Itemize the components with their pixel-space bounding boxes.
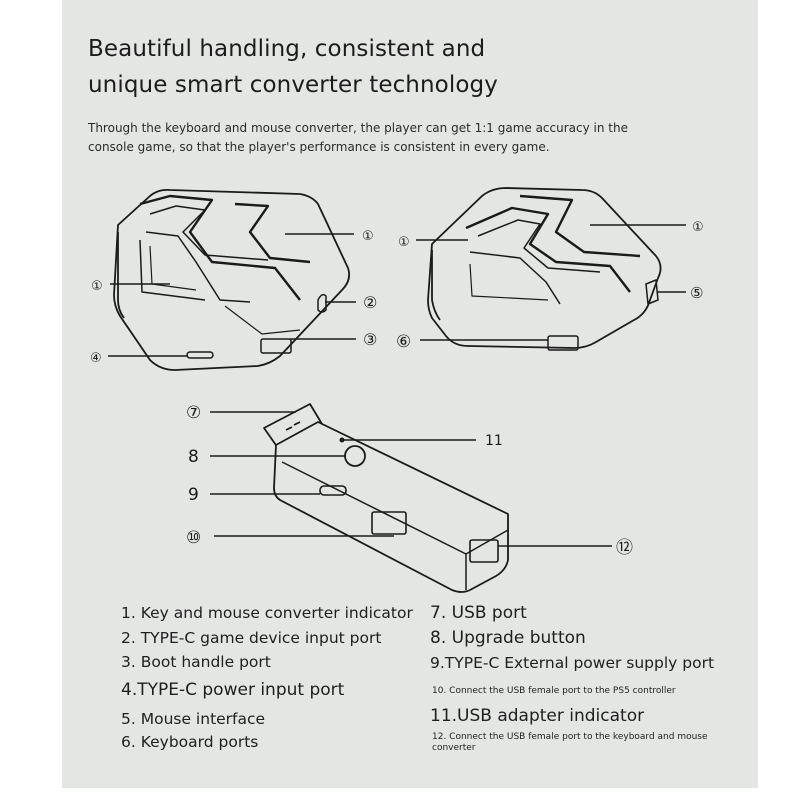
legend: 1. Key and mouse converter indicator 2. … xyxy=(121,603,714,753)
callout-left-top-1: ① xyxy=(362,229,374,244)
intro-line-2: console game, so that the player's perfo… xyxy=(88,140,550,154)
legend-item-5: 5. Mouse interface xyxy=(121,710,265,728)
legend-item-3: 3. Boot handle port xyxy=(121,653,271,671)
callout-dongle-7: ⑦ xyxy=(186,403,201,423)
heading-line-2: unique smart converter technology xyxy=(88,72,498,98)
callout-right-5: ⑤ xyxy=(690,284,703,302)
callout-dongle-10: ⑩ xyxy=(186,528,201,548)
usb-dongle xyxy=(263,403,509,593)
left-converter-device xyxy=(113,188,351,371)
callout-right-top-1: ① xyxy=(692,220,704,235)
callout-left-3: ③ xyxy=(363,330,377,349)
leader-lines xyxy=(108,224,686,547)
legend-item-8: 8. Upgrade button xyxy=(430,628,586,648)
legend-item-11: 11.USB adapter indicator xyxy=(430,706,644,726)
callout-right-6: ⑥ xyxy=(396,332,411,352)
legend-item-12-line-2: converter xyxy=(432,743,476,753)
callout-right-left-1: ① xyxy=(398,235,410,250)
right-converter-device xyxy=(427,187,662,351)
callout-dongle-9: 9 xyxy=(188,485,199,505)
legend-item-1: 1. Key and mouse converter indicator xyxy=(121,604,413,622)
intro-line-1: Through the keyboard and mouse converter… xyxy=(88,121,628,135)
legend-item-7: 7. USB port xyxy=(430,603,527,623)
callout-dongle-12: ⑫ xyxy=(616,538,633,558)
callout-left-2: ② xyxy=(363,293,377,312)
callout-dongle-11: 11 xyxy=(485,433,503,449)
legend-item-6: 6. Keyboard ports xyxy=(121,733,258,751)
callout-left-4: ④ xyxy=(90,351,102,366)
heading-line-1: Beautiful handling, consistent and xyxy=(88,36,486,62)
legend-item-2: 2. TYPE-C game device input port xyxy=(121,629,381,647)
legend-item-9: 9.TYPE-C External power supply port xyxy=(430,654,714,672)
legend-item-4: 4.TYPE-C power input port xyxy=(121,680,345,700)
callout-left-mid-1: ① xyxy=(91,279,103,294)
legend-item-10: 10. Connect the USB female port to the P… xyxy=(432,686,676,696)
diagram-panel xyxy=(62,0,758,788)
legend-item-12-line-1: 12. Connect the USB female port to the k… xyxy=(432,732,708,742)
callout-dongle-8: 8 xyxy=(188,447,199,467)
